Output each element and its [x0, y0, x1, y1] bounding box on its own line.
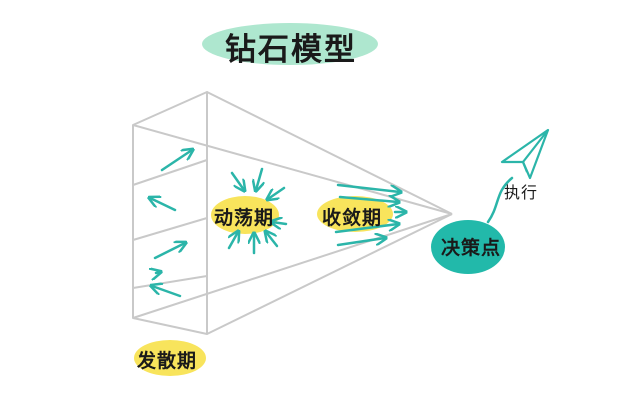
decision-point-label: 决策点 — [441, 237, 502, 259]
turbulent-phase-label: 动荡期 — [214, 207, 275, 229]
divergent-highlight — [134, 340, 206, 376]
decision-point-circle — [431, 220, 505, 274]
turbulent-arrows — [229, 167, 288, 255]
divergent-arrows — [150, 150, 192, 298]
execute-path — [486, 176, 514, 224]
execute-label: 执行 — [504, 183, 539, 202]
turbulent-highlight — [211, 196, 279, 234]
title-highlight — [202, 23, 378, 65]
convergent-highlight — [317, 196, 393, 232]
diagram-title: 钻石模型 — [225, 32, 357, 68]
convergent-arrows — [334, 183, 405, 247]
paper-plane-icon — [500, 128, 550, 180]
divergent-phase-label: 发散期 — [137, 350, 198, 372]
convergent-phase-label: 收敛期 — [322, 207, 383, 229]
